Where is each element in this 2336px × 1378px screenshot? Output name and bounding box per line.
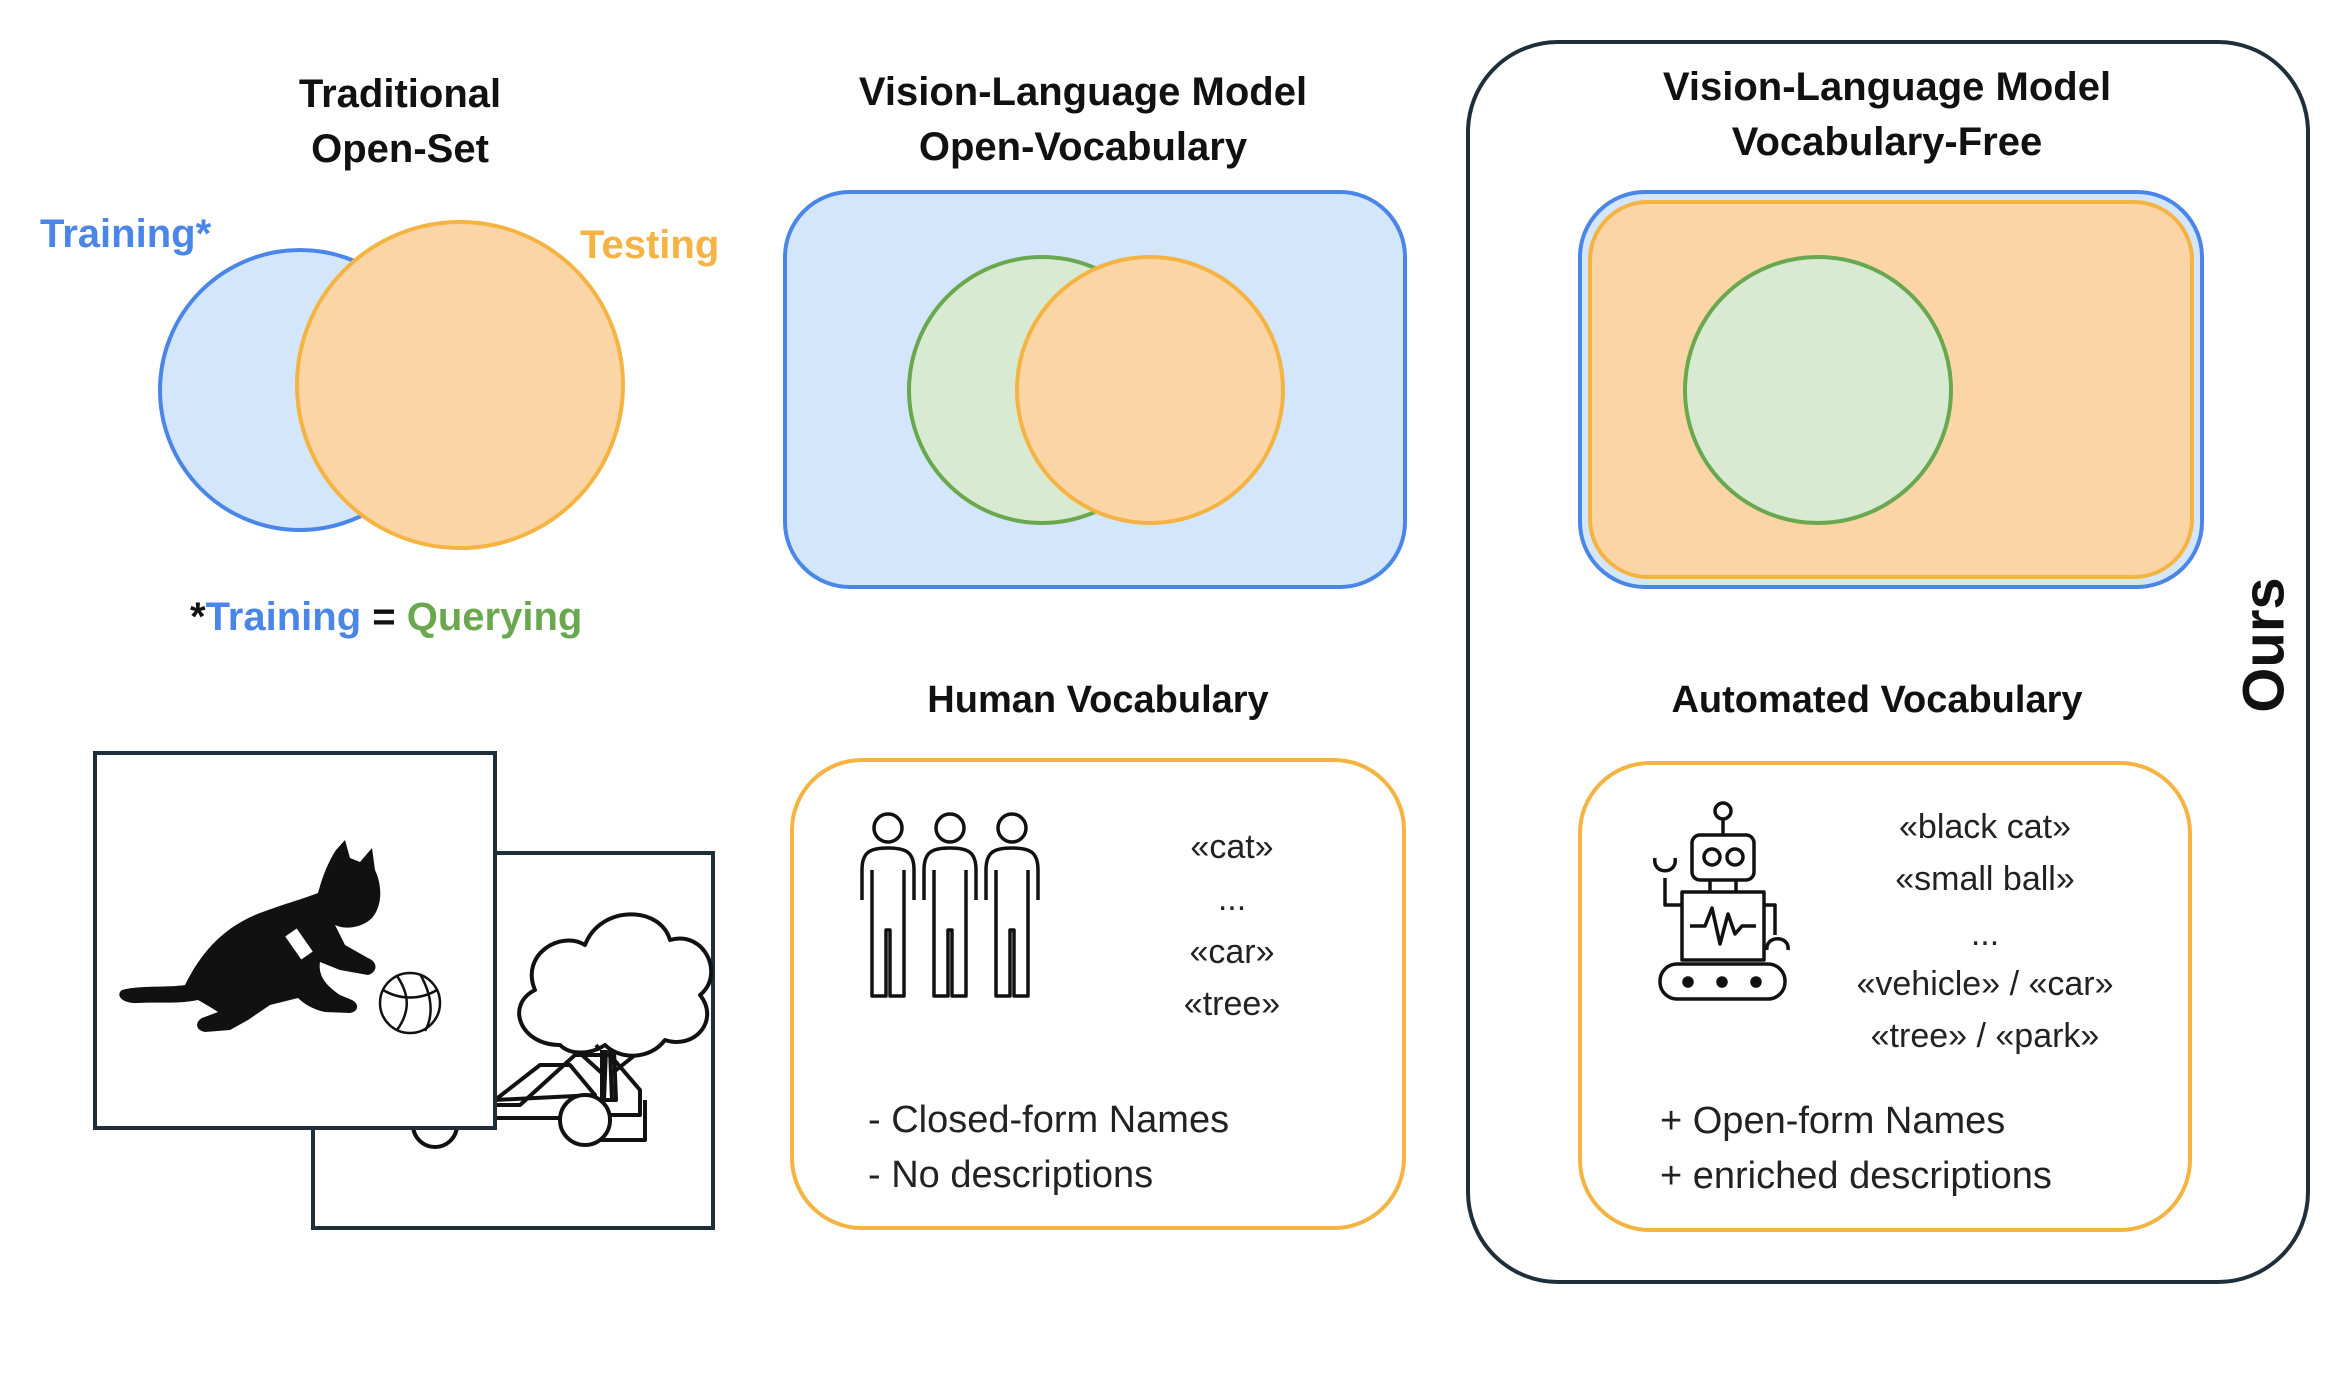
column-traditional: Traditional Open-Set Training* Testing *… (40, 72, 719, 1230)
footnote-training: Training (206, 595, 362, 639)
robot-icon (1653, 801, 1790, 1001)
footnote-star: * (190, 595, 206, 639)
people-icon (860, 812, 1040, 998)
automated-vocab-term: ... (1971, 915, 1999, 953)
open-vocab-testing-circle (1015, 255, 1285, 525)
automated-vocab-note: + enriched descriptions (1660, 1155, 2052, 1197)
cat-silhouette-icon (119, 840, 381, 1032)
human-vocab-term: «car» (1189, 933, 1274, 971)
training-set-label: Training* (40, 212, 212, 256)
footnote-training-querying: *Training = Querying (190, 595, 582, 639)
footnote-equals: = (361, 595, 407, 639)
human-vocab-note: - Closed-form Names (868, 1099, 1229, 1141)
ours-label: Ours (2231, 577, 2296, 712)
automated-vocab-term: «vehicle» / «car» (1856, 965, 2113, 1003)
vocab-free-querying-circle (1683, 255, 1953, 525)
column-vocabulary-free: Vision-Language Model Vocabulary-Free Ou… (1466, 40, 2310, 1284)
automated-vocab-title: Automated Vocabulary (1671, 679, 2082, 721)
image-card-cat-ball (93, 751, 497, 1130)
ball-icon (378, 971, 442, 1035)
automated-vocab-term: «black cat» (1899, 808, 2071, 846)
testing-set-label: Testing (580, 223, 719, 267)
column-open-vocabulary: Vision-Language Model Open-Vocabulary Hu… (783, 70, 1407, 1230)
col1-title-line1: Traditional (299, 72, 501, 116)
col3-title-line2: Vocabulary-Free (1732, 120, 2043, 164)
human-vocab-term: «tree» (1184, 985, 1280, 1023)
tree-icon (517, 912, 714, 1102)
ours-frame (1466, 40, 2310, 1284)
human-vocab-box (790, 758, 1406, 1230)
human-vocab-terms: «cat» ... «car» «tree» (1184, 828, 1280, 1023)
automated-vocab-term: «tree» / «park» (1871, 1017, 2100, 1055)
human-vocab-note: - No descriptions (868, 1154, 1153, 1196)
col3-title-line1: Vision-Language Model (1663, 65, 2111, 109)
human-vocab-term: ... (1218, 880, 1246, 918)
automated-vocab-term: «small ball» (1895, 860, 2075, 898)
footnote-querying: Querying (407, 595, 583, 639)
human-vocab-title: Human Vocabulary (927, 679, 1268, 721)
testing-set-circle (295, 220, 625, 550)
automated-vocab-terms: «black cat» «small ball» ... «vehicle» /… (1856, 808, 2113, 1055)
human-vocab-term: «cat» (1190, 828, 1273, 866)
col1-title-line2: Open-Set (311, 127, 489, 171)
col2-title-line2: Open-Vocabulary (919, 125, 1248, 169)
automated-vocab-note: + Open-form Names (1660, 1100, 2005, 1142)
col2-title-line1: Vision-Language Model (859, 70, 1307, 114)
